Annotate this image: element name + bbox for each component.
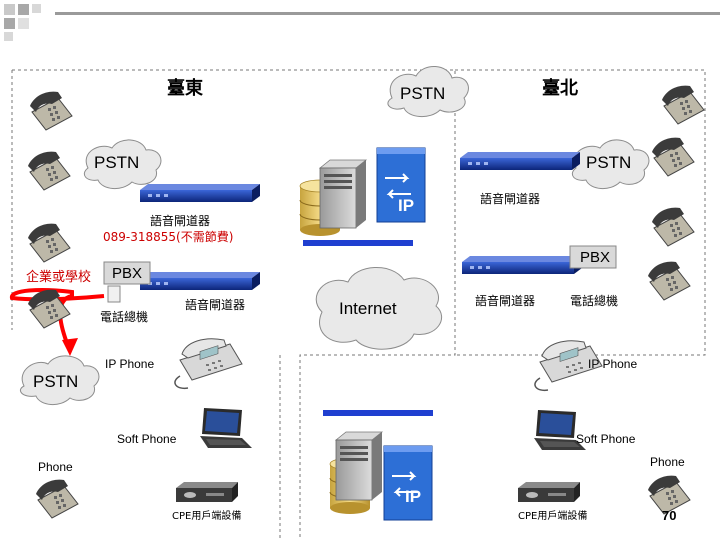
label-phone-right: Phone [650,455,685,469]
page-number: 70 [662,508,677,523]
cloud-pstn-left [83,139,162,189]
cloud-internet [315,267,442,350]
label-gateway-right-mid: 語音閘道器 [475,294,536,308]
label-pbx-left: PBX [112,265,143,282]
label-soft-phone-left: Soft Phone [117,432,177,446]
label-gateway-right-top: 語音閘道器 [480,192,541,206]
top-rule [55,12,720,15]
label-phone-left: Phone [38,460,73,474]
label-gateway-left: 語音閘道器 [150,214,211,228]
cloud-pstn-bottom-left [20,355,100,405]
label-ip-phone-right: IP Phone [588,357,638,371]
cloud-pstn-right [571,139,650,189]
region-taipei: 臺北 [542,78,578,99]
cloud-pstn-top [387,66,469,117]
label-pbx-right: PBX [580,249,611,266]
label-enterprise: 企業或學校 [26,270,92,285]
label-gateway-mid-left: 語音閘道器 [185,298,246,312]
cloud-label-pstn-right: PSTN [586,153,632,172]
ip-badge-top: IP [398,196,415,215]
label-soft-phone-right: Soft Phone [576,432,636,446]
pbx-right-box [569,245,617,269]
region-taidong: 臺東 [167,78,203,99]
bus-top [303,240,413,246]
cloud-label-pstn-top: PSTN [400,84,446,103]
label-switchboard-left: 電話總機 [100,310,149,324]
bus-bottom [323,410,433,416]
label-cpe-left: CPE用戶端設備 [172,511,242,522]
left-region-frame [12,69,456,540]
label-switchboard-right: 電話總機 [570,294,619,308]
cloud-label-pstn-left: PSTN [94,153,140,172]
label-ip-phone-left: IP Phone [105,357,155,371]
ip-badge-bottom: IP [405,487,422,506]
slide-decoration [0,0,60,50]
label-cpe-right: CPE用戶端設備 [518,511,588,522]
cloud-label-pstn-bottom-left: PSTN [33,372,79,391]
cloud-label-internet: Internet [339,299,397,318]
pbx-left-box [103,261,151,285]
label-gateway-phone: 089-318855(不需節費) [103,230,234,244]
